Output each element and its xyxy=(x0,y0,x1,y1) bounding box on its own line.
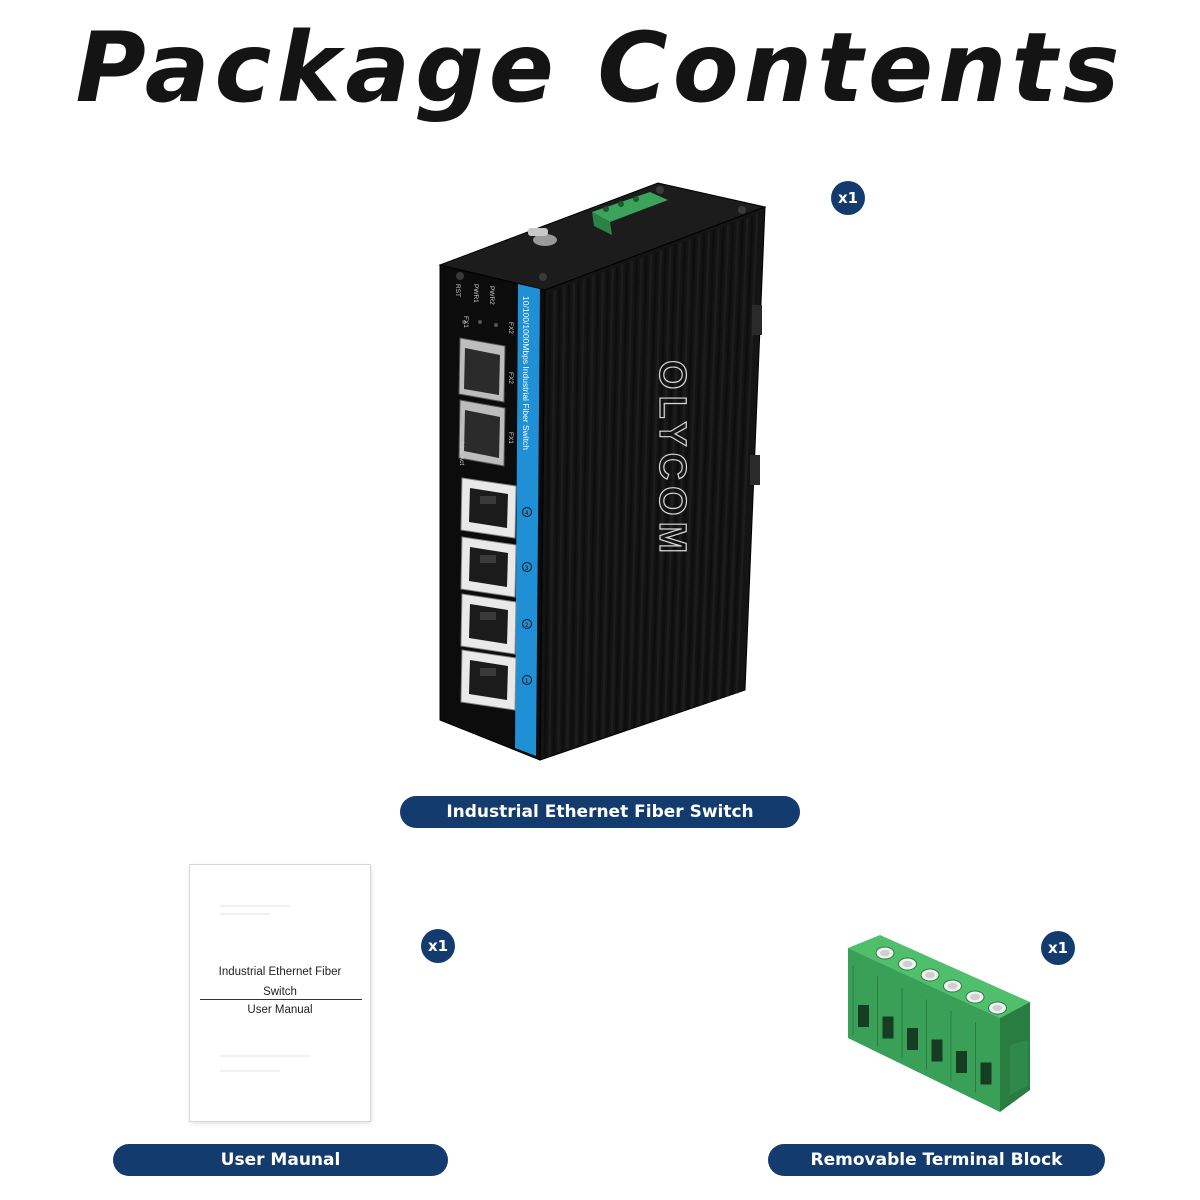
switch-caption: Industrial Ethernet Fiber Switch xyxy=(400,796,800,828)
terminal-screw xyxy=(901,968,940,1058)
side-model-text: 10/100/1000Mbps Industrial Fiber Switch xyxy=(521,296,531,450)
manual-cover-line1: Industrial Ethernet Fiber xyxy=(218,966,342,978)
rj45-ports xyxy=(460,477,517,711)
svg-text:3: 3 xyxy=(525,566,529,572)
sfp-port-fx2 xyxy=(458,337,506,403)
port-number-1: 1 xyxy=(522,675,532,685)
rj45-port xyxy=(460,536,517,598)
terminal-screw xyxy=(852,946,895,1035)
manual-cover-rule xyxy=(200,999,362,1000)
terminal-screw xyxy=(950,990,985,1081)
manual-cover-line3: User Manual xyxy=(247,1004,313,1016)
terminal-caption: Removable Terminal Block xyxy=(768,1144,1105,1176)
manual-cover-line2: Switch xyxy=(263,986,297,998)
led-label-fx2: FX2 xyxy=(507,322,514,334)
manual-quantity-badge: x1 xyxy=(421,929,455,963)
port-number-labels: 1 2 3 4 xyxy=(522,507,532,685)
terminal-quantity-badge: x1 xyxy=(1041,931,1075,965)
ground-screw xyxy=(528,228,557,246)
terminal-screw xyxy=(975,1001,1007,1093)
page-title: Package Contents xyxy=(75,12,1125,124)
top-terminal-connector xyxy=(592,192,668,235)
sfp-label-fx1: FX1 xyxy=(507,432,514,444)
terminal-screw xyxy=(926,979,962,1070)
manual-caption: User Maunal xyxy=(113,1144,448,1176)
svg-text:2: 2 xyxy=(525,623,529,629)
brand-logo: OLYCOM xyxy=(651,360,693,559)
terminal-screws xyxy=(852,946,1007,1093)
rj45-port xyxy=(460,477,517,539)
rj45-port xyxy=(460,593,517,655)
led-label-pwr2: PWR2 xyxy=(488,286,495,305)
port-number-2: 2 xyxy=(522,619,532,629)
led-label-pwr1: PWR1 xyxy=(472,284,479,303)
port-number-4: 4 xyxy=(522,507,532,517)
led-label-rst: RST xyxy=(454,284,461,297)
switch-quantity-badge: x1 xyxy=(831,181,865,215)
heatsink-ribs xyxy=(543,213,759,757)
sfp-port-fx1 xyxy=(458,399,506,467)
svg-text:4: 4 xyxy=(525,511,529,517)
user-manual-illustration: Industrial Ethernet Fiber Switch User Ma… xyxy=(190,865,370,1121)
terminal-screw xyxy=(877,957,917,1047)
led-label-fx1: FX1 xyxy=(462,316,469,328)
rj45-port xyxy=(460,649,517,711)
svg-text:1: 1 xyxy=(525,679,529,685)
port-number-3: 3 xyxy=(522,562,532,572)
link-act-label: Link/Act xyxy=(458,442,465,465)
sfp-label-fx2: FX2 xyxy=(507,372,514,384)
